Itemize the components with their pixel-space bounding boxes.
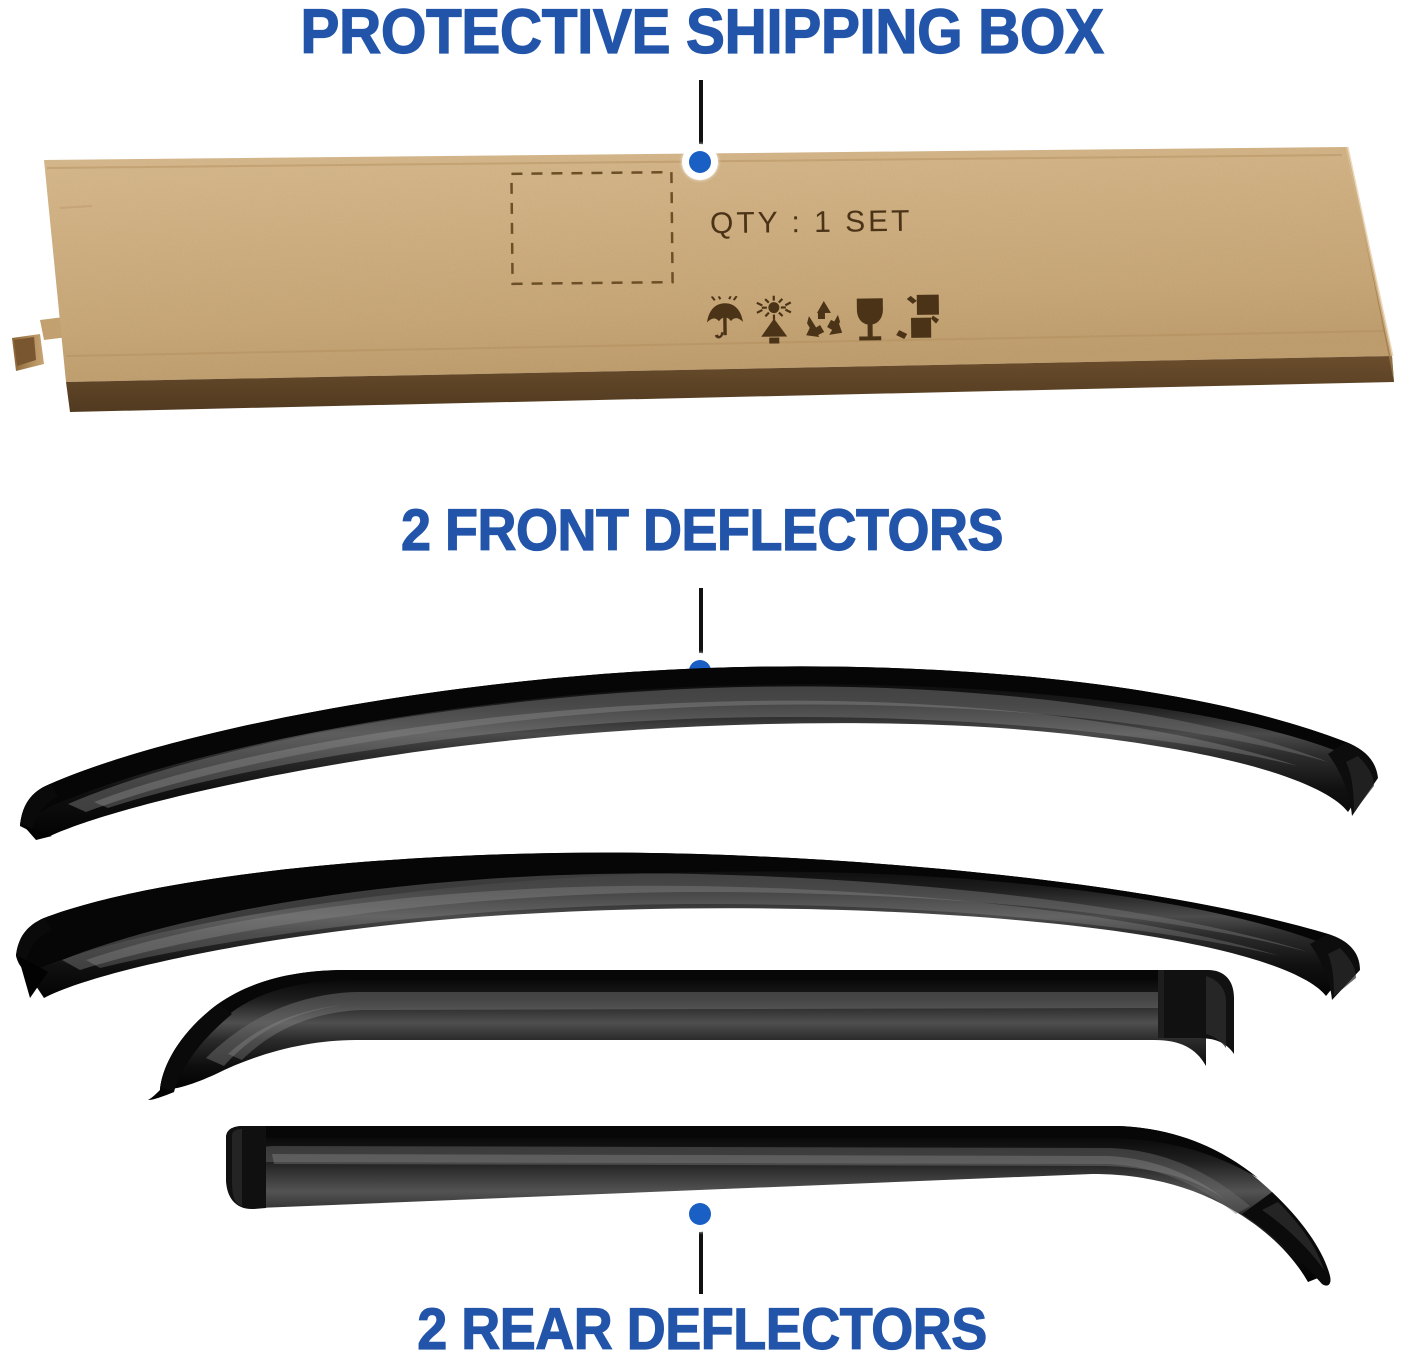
protect-from-heat-sun-icon xyxy=(753,295,796,344)
rear-deflector-1-image xyxy=(146,962,1256,1122)
keep-dry-umbrella-icon xyxy=(705,295,746,344)
front-deflector-1-image xyxy=(8,636,1396,846)
box-quantity-text: QTY : 1 SET xyxy=(709,204,913,241)
handle-with-care-icon xyxy=(895,294,942,343)
callout-line-rear-deflector xyxy=(699,1226,703,1294)
front-deflector-2-image xyxy=(8,838,1388,1028)
callout-dot-shipping-box[interactable] xyxy=(682,144,718,180)
box-label-placeholder xyxy=(510,170,674,286)
recycle-icon xyxy=(803,299,846,344)
callout-dot-rear-deflector[interactable] xyxy=(682,1196,718,1232)
protective-shipping-box-image xyxy=(0,128,1404,428)
page-title-protective-shipping-box: PROTECTIVE SHIPPING BOX xyxy=(300,0,1105,68)
box-side-flap xyxy=(12,316,76,371)
section-title-front-deflectors: 2 FRONT DEFLECTORS xyxy=(400,497,1004,563)
callout-line-shipping-box xyxy=(699,80,703,160)
callout-line-front-deflector xyxy=(699,588,703,670)
rear-deflector-2-image xyxy=(218,1122,1368,1312)
fragile-glass-icon xyxy=(853,296,888,342)
section-title-rear-deflectors: 2 REAR DEFLECTORS xyxy=(417,1296,988,1362)
shipping-symbols-group xyxy=(705,294,942,345)
